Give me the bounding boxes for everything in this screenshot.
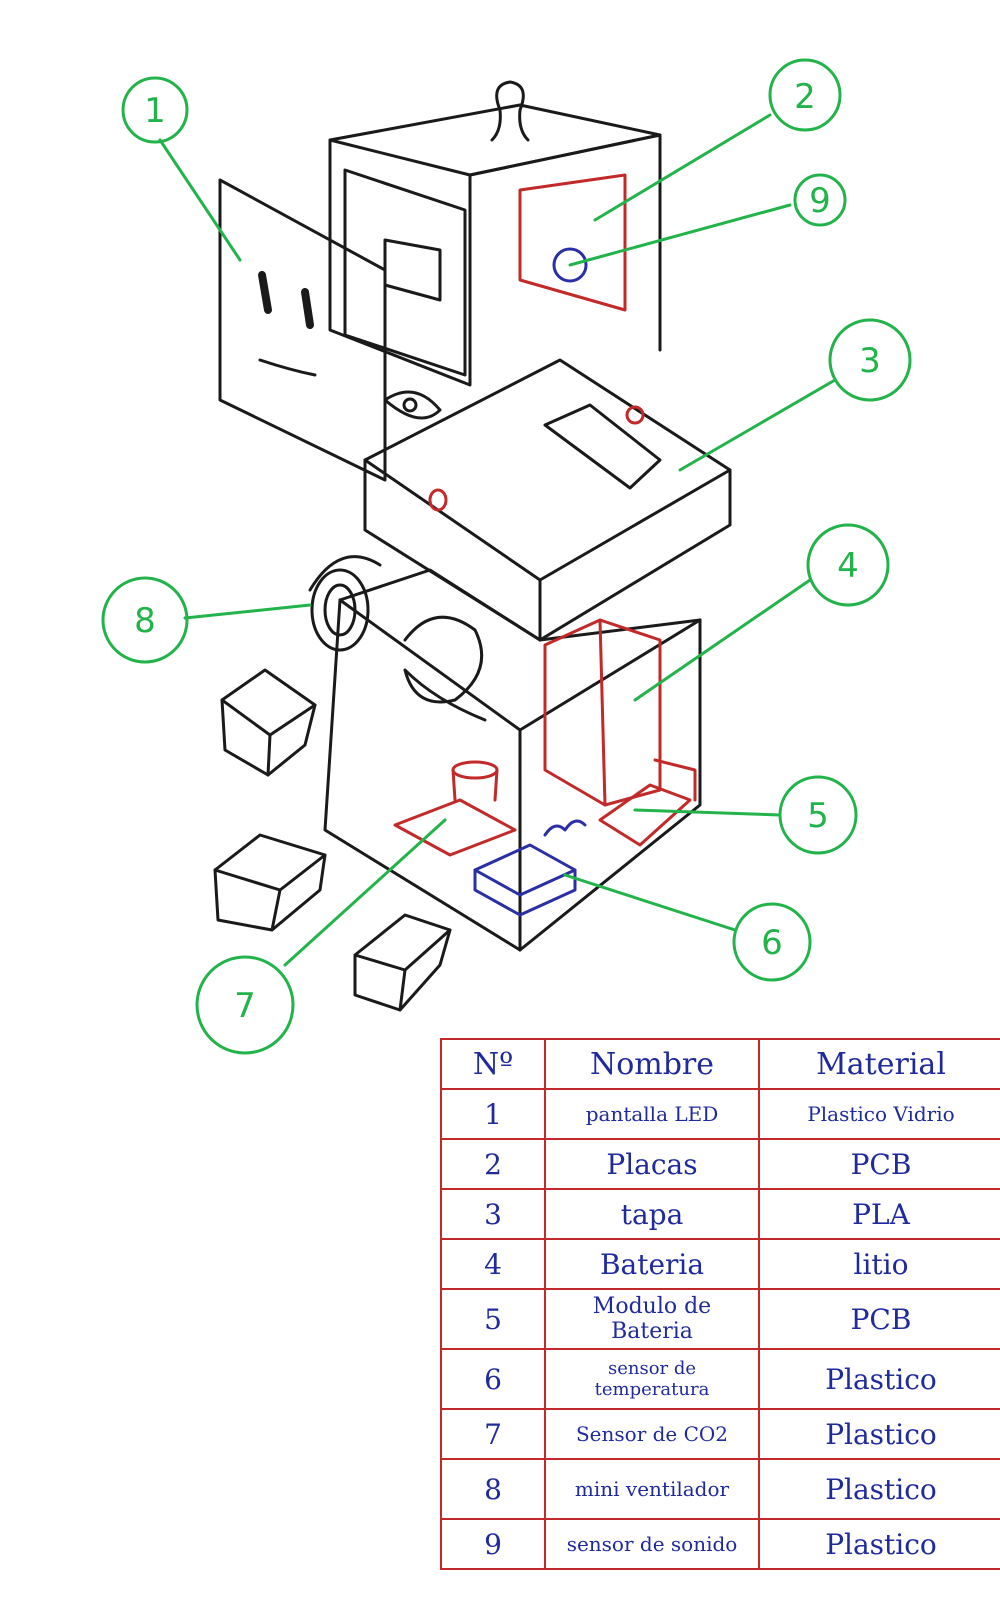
table-row: 3 tapa PLA [440,1188,1000,1240]
header-num: Nº [440,1038,546,1090]
row-num: 9 [440,1518,546,1570]
row-material: PLA [758,1188,1000,1240]
row-num: 4 [440,1238,546,1290]
row-name: Placas [544,1138,760,1190]
row-num: 2 [440,1138,546,1190]
svg-text:7: 7 [234,986,256,1026]
led-screen-panel [218,178,387,482]
row-name: Bateria [544,1238,760,1290]
row-name: tapa [544,1188,760,1240]
row-name: sensor de sonido [544,1518,760,1570]
callout-1: 1 [121,76,189,144]
callout-3: 3 [828,318,912,402]
loose-cube [220,668,317,777]
callout-9: 9 [793,173,847,227]
svg-text:6: 6 [761,923,783,963]
parts-table: Nº Nombre Material 1 pantalla LED Plasti… [440,1038,1000,1570]
row-num: 3 [440,1188,546,1240]
table-row: 9 sensor de sonido Plastico [440,1518,1000,1570]
row-num: 5 [440,1288,546,1350]
row-name: mini ventilador [544,1458,760,1520]
row-name: pantalla LED [544,1088,760,1140]
table-row: 1 pantalla LED Plastico Vidrio [440,1088,1000,1140]
temperature-sensor [473,819,587,917]
svg-text:3: 3 [859,341,881,381]
header-material: Material [758,1038,1000,1090]
callout-2: 2 [768,58,842,132]
row-material: Plastico Vidrio [758,1088,1000,1140]
co2-sensor [393,760,517,857]
exploded-view-sketch: 1 2 9 3 4 5 6 7 8 [101,58,912,1055]
lower-housing [323,568,702,952]
row-num: 8 [440,1458,546,1520]
callout-5: 5 [778,775,858,855]
header-name: Nombre [544,1038,760,1090]
row-num: 6 [440,1348,546,1410]
table-row: 7 Sensor de CO2 Plastico [440,1408,1000,1460]
top-housing [328,80,662,387]
row-num: 7 [440,1408,546,1460]
table-row: 4 Bateria litio [440,1238,1000,1290]
row-material: PCB [758,1138,1000,1190]
table-row: 2 Placas PCB [440,1138,1000,1190]
row-material: Plastico [758,1458,1000,1520]
callout-8: 8 [101,576,189,664]
loose-cube [213,833,327,932]
table-row: 8 mini ventilador Plastico [440,1458,1000,1520]
pcb-board [518,173,627,312]
row-num: 1 [440,1088,546,1140]
row-material: Plastico [758,1408,1000,1460]
row-name: Sensor de CO2 [544,1408,760,1460]
svg-text:4: 4 [837,546,859,586]
table-row: 5 Modulo de Bateria PCB [440,1288,1000,1350]
mini-fan [308,555,382,652]
callout-4: 4 [806,523,890,607]
callout-7: 7 [195,955,295,1055]
callout-6: 6 [732,902,812,982]
table-header-row: Nº Nombre Material [440,1038,1000,1090]
sound-sensor [552,247,588,283]
row-name: sensor de temperatura [544,1348,760,1410]
battery [543,618,662,807]
lid [363,358,732,642]
svg-text:8: 8 [134,601,156,641]
row-material: Plastico [758,1348,1000,1410]
row-material: PCB [758,1288,1000,1350]
table-row: 6 sensor de temperatura Plastico [440,1348,1000,1410]
row-material: litio [758,1238,1000,1290]
loose-cube [353,913,452,1012]
row-material: Plastico [758,1518,1000,1570]
svg-text:5: 5 [807,796,829,836]
battery-module [598,758,697,847]
svg-text:2: 2 [794,77,816,117]
svg-text:9: 9 [809,181,831,221]
svg-text:1: 1 [144,91,166,131]
row-name: Modulo de Bateria [544,1288,760,1350]
